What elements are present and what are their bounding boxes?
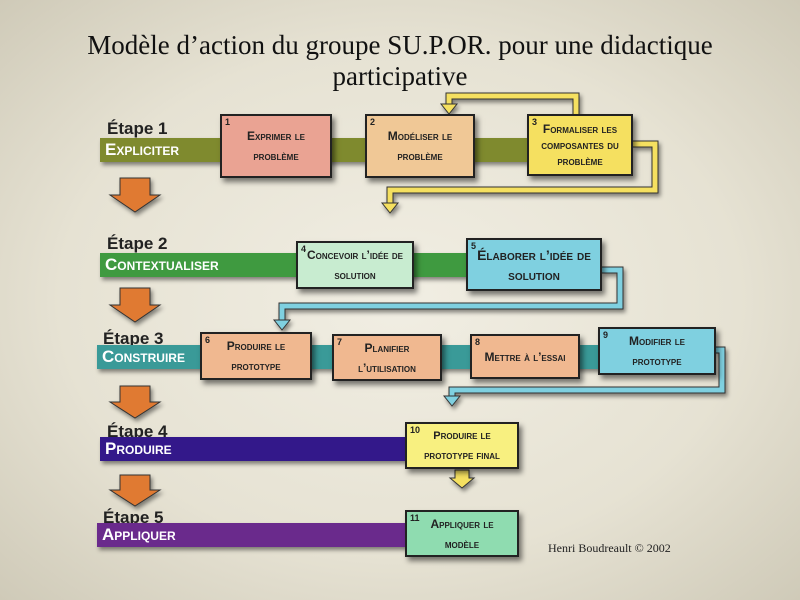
step-text: Exprimer le problème xyxy=(246,129,305,163)
step-number: 7 xyxy=(337,337,343,347)
stage-1-label: Étape 1 xyxy=(107,119,168,138)
step-text: Formaliser les composantes du problème xyxy=(541,122,619,168)
step-text: Élaborer l’idée de solution xyxy=(477,246,591,283)
step-text: Appliquer le modèle xyxy=(430,516,494,551)
step-number: 11 xyxy=(410,513,420,523)
step-text: Concevoir l’idée de solution xyxy=(306,248,403,282)
orange-down-arrows xyxy=(108,177,162,507)
step-number: 8 xyxy=(475,337,481,347)
step-number: 4 xyxy=(301,244,307,254)
step-number: 9 xyxy=(603,330,609,340)
step-text: Modifier le prototype xyxy=(629,334,685,368)
step-number: 1 xyxy=(225,117,231,127)
step-number: 6 xyxy=(205,335,211,345)
step-number: 10 xyxy=(410,425,421,435)
step-text: Mettre à l’essai xyxy=(484,349,566,364)
step-text: Produire le prototype xyxy=(226,339,286,373)
stage-3-label: Étape 3 xyxy=(103,329,164,348)
stage-4-bar: Produire xyxy=(100,437,407,461)
stage-5-bar: Appliquer xyxy=(97,523,407,547)
stage-5-label: Étape 5 xyxy=(103,508,164,527)
stage-2-bar: Contextualiser xyxy=(100,253,470,277)
step-text: Produire le prototype final xyxy=(424,429,500,462)
credit: Henri Boudreault © 2002 xyxy=(548,541,671,555)
stage-4-label: Étape 4 xyxy=(107,422,168,441)
step-number: 3 xyxy=(532,117,538,127)
stage-2-label: Étape 2 xyxy=(107,234,168,253)
step-number: 2 xyxy=(370,117,376,127)
title-line-1: Modèle d’action du groupe SU.P.OR. pour … xyxy=(87,30,713,60)
step-number: 5 xyxy=(471,241,477,251)
step-text: Planifier l’utilisation xyxy=(358,340,416,375)
step-6-box: 6 Produire le prototype xyxy=(200,332,312,380)
step-text: Modéliser le problème xyxy=(387,129,453,163)
title-line-2: participative xyxy=(332,61,468,91)
feedback-arrowheads xyxy=(272,103,476,489)
step-11-box: 11 Appliquer le modèle xyxy=(405,510,519,557)
step-9-box: 9 Modifier le prototype xyxy=(598,327,716,375)
step-7-box: 7 Planifier l’utilisation xyxy=(332,334,442,381)
